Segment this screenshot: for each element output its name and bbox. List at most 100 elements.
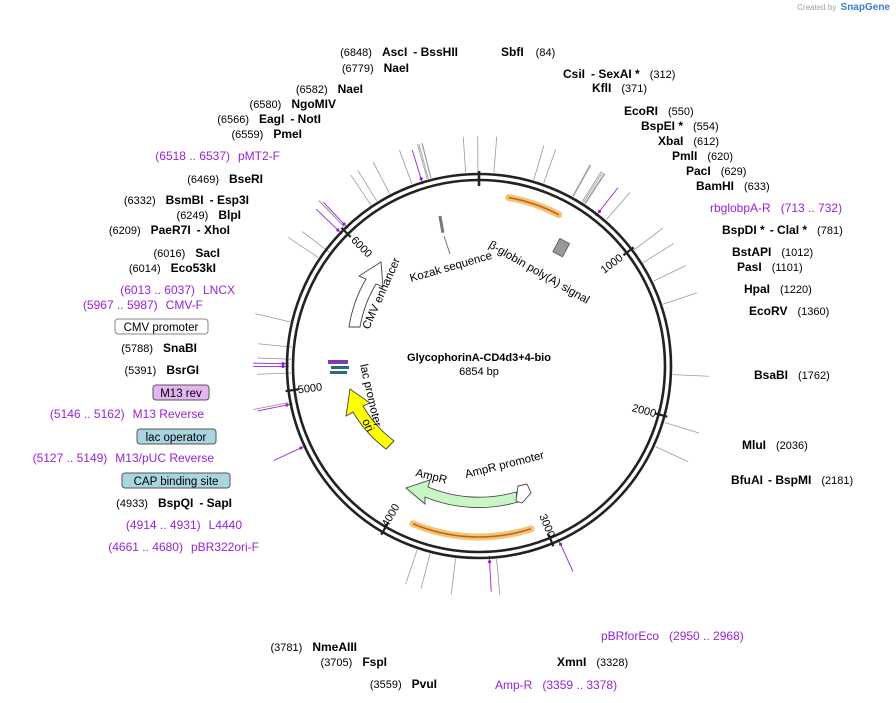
enzyme-rsrii[interactable]: NaeI: [384, 61, 409, 75]
svg-text:Amp-R(3359 .. 3378): Amp-R(3359 .. 3378): [495, 678, 617, 692]
enzyme-bseri-pos: (6469): [187, 174, 219, 186]
enzyme-asci[interactable]: AscI: [382, 45, 407, 59]
enzyme-bspqi[interactable]: BspQI: [158, 496, 193, 510]
enzyme-bspei[interactable]: BspEI *: [641, 119, 683, 133]
enzyme-xhoi[interactable]: XhoI: [204, 223, 230, 237]
primer-site-mark: [336, 228, 340, 232]
enzyme-ecorv[interactable]: EcoRV: [749, 304, 787, 318]
ampr-promoter-arrow[interactable]: [515, 483, 532, 504]
ori-feature-arrow[interactable]: [345, 388, 395, 450]
svg-text:(3705)FspI: (3705)FspI: [321, 655, 387, 669]
enzyme-bsrgi[interactable]: BsrGI: [166, 363, 199, 377]
enzyme-sbfi[interactable]: SbfI: [501, 45, 524, 59]
enzyme-paci-pos: (629): [721, 166, 747, 178]
enzyme-blpi[interactable]: BlpI: [218, 208, 241, 222]
m13-rev-box[interactable]: [152, 384, 210, 401]
ampr-feature-arrow[interactable]: [405, 479, 519, 508]
svg-text:XmnI(3328): XmnI(3328): [557, 655, 628, 669]
scale-tick: [285, 388, 299, 393]
cmv-enhancer-arrow[interactable]: [348, 261, 384, 328]
enzyme-bsshii[interactable]: BssHII: [421, 45, 458, 59]
snapgene-credit: Created by SnapGene: [797, 2, 890, 13]
enzyme-bamhi[interactable]: BamHI: [696, 179, 734, 193]
primer-pbrfor[interactable]: pBRforEco: [601, 629, 659, 643]
cap-site-mark: [330, 371, 347, 374]
primer-pmt2f[interactable]: pMT2-F: [238, 149, 280, 163]
primer-ampr[interactable]: Amp-R: [495, 678, 533, 692]
enzyme-naei-pos: (6582): [296, 84, 328, 96]
enzyme-hpai[interactable]: HpaI: [744, 282, 770, 296]
enzyme-naei[interactable]: NaeI: [338, 82, 363, 96]
enzyme-noti[interactable]: NotI: [298, 112, 321, 126]
enzyme-bspmi[interactable]: BspMI: [775, 473, 811, 487]
plasmid-size: 6854 bp: [459, 366, 499, 378]
enzyme-leader-line: [662, 292, 698, 305]
enzyme-bfuai[interactable]: BfuAI: [731, 473, 763, 487]
enzyme-xmni[interactable]: XmnI: [557, 655, 586, 669]
enzyme-leader-line: [583, 171, 604, 203]
feature-leader-line: [257, 372, 292, 375]
enzyme-clai-pos: (781): [817, 225, 843, 237]
primer-lncx[interactable]: LNCX: [203, 283, 235, 297]
svg-text:(6209)PaeR7I- XhoI: (6209)PaeR7I- XhoI: [109, 223, 230, 237]
enzyme-sapi[interactable]: SapI: [207, 496, 232, 510]
bglobin-mark: [552, 237, 571, 258]
enzyme-bseri[interactable]: BseRI: [229, 172, 263, 186]
enzyme-leader-line: [533, 145, 545, 180]
enzyme-eagi[interactable]: EagI: [259, 112, 284, 126]
enzyme-sexai[interactable]: SexAI *: [598, 67, 640, 81]
primer-site-mark: [281, 364, 285, 369]
svg-text:pBRforEco(2950 .. 2968): pBRforEco(2950 .. 2968): [601, 629, 744, 643]
enzyme-bspqi-pos: (4933): [116, 498, 148, 510]
enzyme-nmeaiii[interactable]: NmeAIII: [312, 640, 357, 654]
enzyme-kfli-pos: (371): [621, 83, 647, 95]
svg-text:(6014)Eco53kI: (6014)Eco53kI: [129, 261, 216, 275]
enzyme-pvui[interactable]: PvuI: [412, 677, 437, 691]
enzyme-kfli[interactable]: KflI: [592, 81, 611, 95]
feature-leader-line: [257, 357, 292, 360]
primer-rbglob[interactable]: rbglobpA-R: [710, 201, 771, 215]
primer-pbr322f[interactable]: pBR322ori-F: [191, 540, 259, 554]
lac-operator-box[interactable]: [136, 428, 217, 445]
primer-m13puc[interactable]: M13/pUC Reverse: [115, 451, 214, 465]
enzyme-xbai[interactable]: XbaI: [658, 134, 683, 148]
enzyme-eco53ki[interactable]: Eco53kI: [171, 261, 216, 275]
enzyme-leader-line: [653, 265, 687, 282]
enzyme-pmli[interactable]: PmlI: [672, 149, 697, 163]
enzyme-pmei[interactable]: PmeI: [273, 127, 302, 141]
cmv-promoter-box[interactable]: [114, 318, 209, 335]
enzyme-sexai-pos: (312): [650, 69, 676, 81]
svg-text:(4933)BspQI- SapI: (4933)BspQI- SapI: [116, 496, 232, 510]
cap-site-box[interactable]: [121, 472, 231, 489]
enzyme-bamhi-pos: (633): [744, 181, 770, 193]
enzyme-csii[interactable]: CsiI: [563, 67, 585, 81]
enzyme-leader-line: [254, 313, 291, 323]
enzyme-bsmbi[interactable]: BsmBI: [166, 193, 204, 207]
enzyme-mlui[interactable]: MluI: [742, 438, 766, 452]
enzyme-bstapi[interactable]: BstAPI: [732, 245, 771, 259]
svg-text:HpaI(1220): HpaI(1220): [744, 282, 812, 296]
enzyme-saci-pos: (6016): [154, 248, 186, 260]
credit-prefix: Created by: [797, 3, 837, 12]
enzyme-paer7i[interactable]: PaeR7I: [151, 223, 191, 237]
scale-tick: [340, 226, 352, 238]
enzyme-saci[interactable]: SacI: [195, 246, 220, 260]
enzyme-leader-line: [493, 136, 498, 173]
primer-cmvf[interactable]: CMV-F: [166, 298, 203, 312]
enzyme-ecori[interactable]: EcoRI: [624, 104, 658, 118]
enzyme-bspdi[interactable]: BspDI *: [722, 223, 765, 237]
primer-l4440[interactable]: L4440: [209, 518, 243, 532]
primer-m13rev[interactable]: M13 Reverse: [133, 407, 205, 421]
enzyme-bsabi[interactable]: BsaBI: [754, 368, 788, 382]
enzyme-leader-line: [372, 161, 391, 194]
svg-text:BamHI(633): BamHI (633): [696, 179, 770, 193]
enzyme-pasi[interactable]: PasI: [737, 260, 762, 274]
enzyme-fspi[interactable]: FspI: [362, 655, 387, 669]
enzyme-snabi[interactable]: SnaBI: [163, 341, 197, 355]
enzyme-paci[interactable]: PacI: [686, 164, 711, 178]
enzyme-clai[interactable]: ClaI *: [777, 223, 807, 237]
enzyme-ngomiv[interactable]: NgoMIV: [291, 97, 336, 111]
scale-tick: [547, 533, 555, 547]
enzyme-labels-left: (6848)AscI- BssHII (6779)NaeI (6582)NaeI…: [109, 45, 628, 691]
enzyme-esp3i[interactable]: Esp3I: [217, 193, 249, 207]
